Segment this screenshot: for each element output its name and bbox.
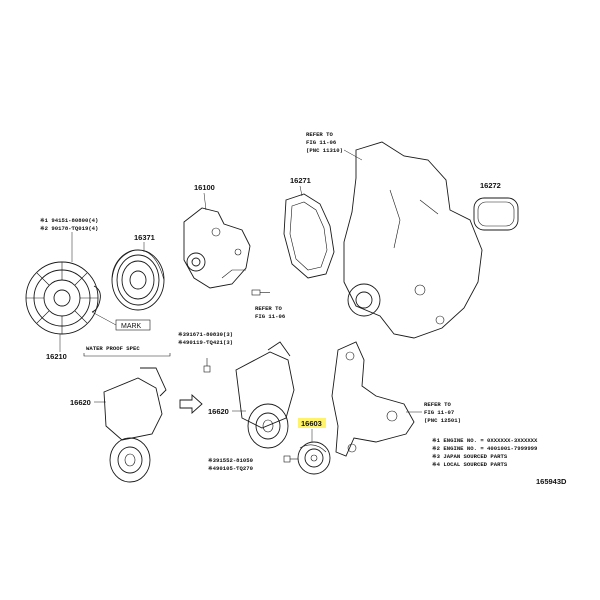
arrow-icon (179, 393, 203, 415)
spec-bracket (83, 353, 171, 357)
label-16603: 16603 (301, 419, 322, 428)
idler-pulley-16603[interactable] (297, 441, 331, 475)
mounting-bracket[interactable] (331, 341, 415, 457)
pulley-16371[interactable] (111, 249, 165, 311)
refer-1-line2: FIG 11-06 (306, 139, 337, 146)
bolt-note-1b: ※2 90178-ƬQ019(4) (40, 224, 98, 232)
note-1: ※1 ENGINE NO. = 0XXXXXX-3XXXXXX (432, 436, 538, 444)
gasket-16272[interactable] (473, 197, 519, 231)
label-16272: 16272 (480, 181, 501, 190)
refer-1-line1: REFER TO (306, 131, 333, 138)
label-16620-a: 16620 (70, 398, 91, 407)
label-16371: 16371 (134, 233, 155, 242)
bolt-note-3a: ※391552-81050 (208, 456, 254, 464)
note-3: ※3 JAPAN SOURCED PARTS (432, 452, 508, 460)
label-16210: 16210 (46, 352, 67, 361)
note-4: ※4 LOCAL SOURCED PARTS (432, 460, 508, 468)
label-mark: MARK (121, 323, 142, 330)
bolt-note-3b: ※490105-ƬQ270 (208, 464, 254, 472)
tensioner-16620[interactable] (235, 341, 295, 449)
refer-1-line3: (PNC 11310) (306, 147, 343, 154)
figure-id: 165943D (536, 477, 567, 486)
water-pump-16100[interactable] (183, 207, 251, 289)
fan-clutch-16210[interactable] (25, 261, 101, 335)
bolt-note-1a: ※1 94151-80800(4) (40, 216, 98, 224)
refer-2-line2: FIG 11-06 (255, 313, 286, 320)
refer-3-line1: REFER TO (424, 401, 451, 408)
spec-label: WATER PROOF SPEC (86, 345, 140, 352)
refer-2-line1: REFER TO (255, 305, 282, 312)
refer-3-line2: FIG 11-07 (424, 409, 454, 416)
note-2: ※2 ENGINE NO. = 4001001-7999999 (432, 444, 538, 452)
bolt-icon (203, 358, 211, 373)
refer-3-line3: (PNC 12501) (424, 417, 461, 424)
label-16620-b: 16620 (208, 407, 229, 416)
highlight-16603 (298, 418, 326, 428)
bolt-icon (283, 455, 298, 463)
tensioner-16620-spec[interactable] (103, 367, 167, 483)
label-16100: 16100 (194, 183, 215, 192)
bolt-note-2a: ※391671-80830(3) (178, 330, 233, 338)
gasket-16271[interactable] (283, 193, 335, 279)
bolt-icon (251, 289, 270, 296)
bolt-note-2b: ※490119-ƬQ421(3) (178, 338, 233, 346)
label-16271: 16271 (290, 176, 311, 185)
timing-cover[interactable] (343, 141, 483, 339)
